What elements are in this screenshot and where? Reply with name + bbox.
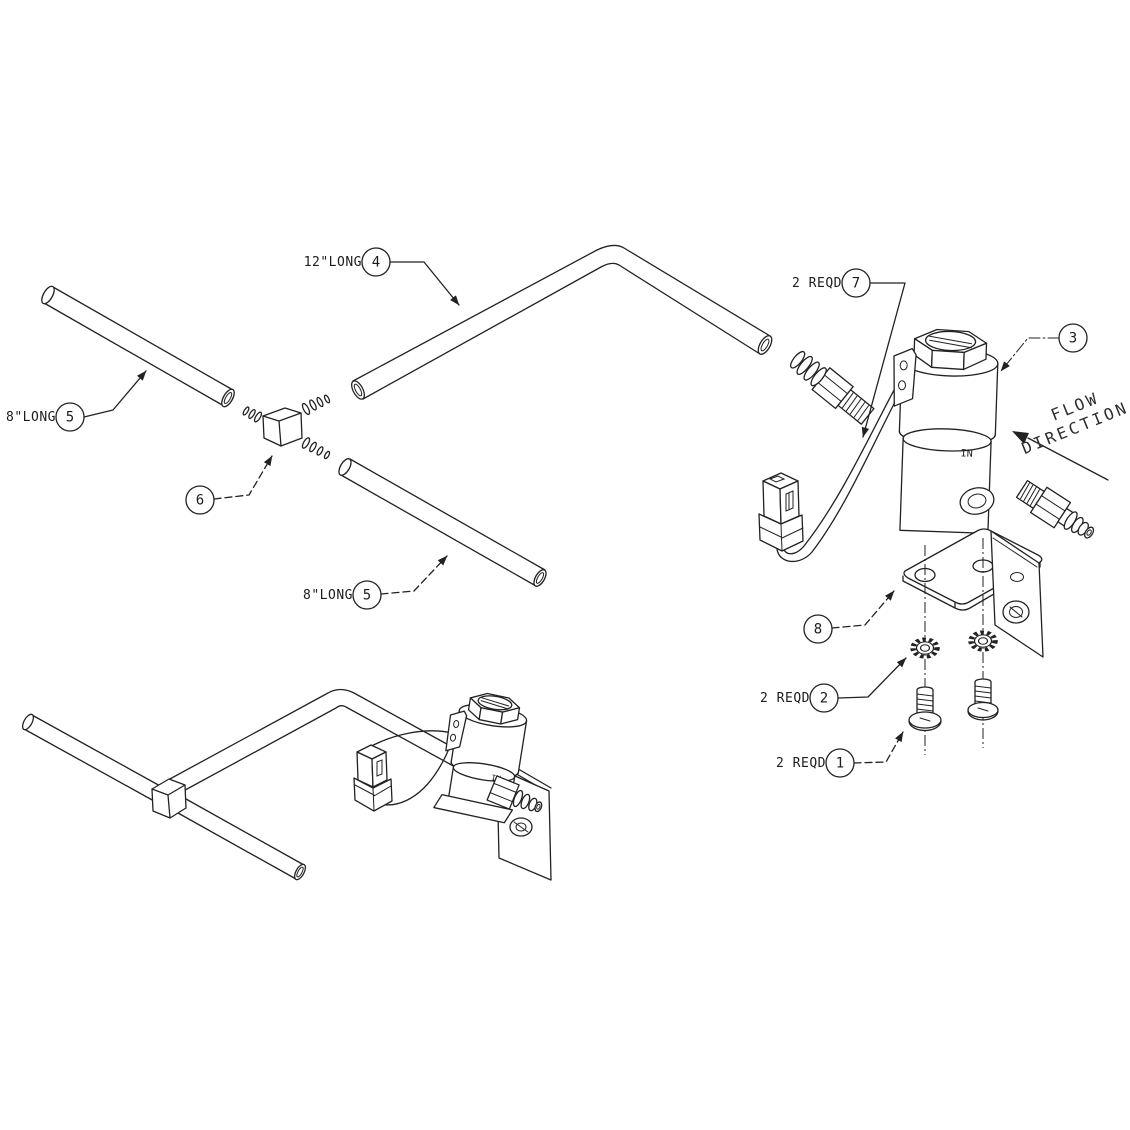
- callout-3: 3: [1000, 323, 1088, 372]
- coil-terminal-tab: [893, 347, 917, 407]
- callout-5-lower: 5 8"LONG: [303, 555, 448, 610]
- callout-8: 8: [803, 590, 895, 644]
- assembled-bracket-screw-boss: [509, 817, 533, 837]
- callout-4-number: 4: [372, 255, 380, 271]
- hose-barb-fitting-outlet: [1015, 479, 1095, 539]
- assembled-long-tube: [21, 713, 307, 881]
- tube-8-long-lower: [338, 458, 547, 587]
- callout-2: 2 2 REQD: [760, 657, 907, 713]
- callout-4-label: 12"LONG: [304, 255, 362, 270]
- callout-5-upper-label: 8"LONG: [6, 410, 56, 425]
- screw-right: [967, 678, 999, 721]
- tee-fitting: [242, 394, 331, 460]
- assembled-tee-fitting: [151, 778, 187, 819]
- callout-5-upper: 5 8"LONG: [6, 370, 147, 432]
- assembled-view: IN: [21, 688, 552, 881]
- flow-direction-arrow-line: [1027, 437, 1109, 481]
- callout-3-number: 3: [1069, 331, 1077, 347]
- callout-5-lower-number: 5: [363, 588, 371, 604]
- assembled-valve: IN: [433, 692, 528, 824]
- callout-1-number: 1: [836, 756, 844, 772]
- valve-port-boss: [959, 487, 995, 515]
- assembled-bent-tube: [167, 688, 466, 796]
- hose-barb-fitting-inlet: [789, 350, 875, 425]
- callout-4: 4 12"LONG: [304, 247, 460, 306]
- screw-left: [908, 686, 942, 732]
- tube-8-long-upper: [41, 285, 235, 408]
- lock-washer-left: [910, 637, 940, 659]
- electrical-connector: [758, 472, 804, 552]
- inlet-port-marking: IN: [960, 448, 972, 459]
- callout-6-number: 6: [196, 493, 204, 509]
- callout-7-number: 7: [852, 276, 860, 292]
- callout-2-number: 2: [820, 691, 828, 707]
- valve-wire: [776, 376, 907, 563]
- lock-washer-right: [968, 630, 998, 652]
- callout-6: 6: [185, 455, 273, 515]
- solenoid-valve: IN: [893, 328, 999, 535]
- callout-2-label: 2 REQD: [760, 691, 810, 706]
- mounting-bracket: [902, 528, 1044, 658]
- callout-1-label: 2 REQD: [776, 756, 826, 771]
- screw-slot: [929, 335, 972, 349]
- valve-hex-nut: [913, 328, 988, 371]
- flow-direction-annotation: FLOW DIRECTION: [1012, 388, 1130, 481]
- assembled-outlet-fitting: [486, 775, 543, 813]
- callout-7-label: 2 REQD: [792, 276, 842, 291]
- flow-direction-arrowhead: [1012, 431, 1029, 444]
- callout-1: 1 2 REQD: [776, 731, 904, 778]
- callout-5-upper-number: 5: [66, 410, 74, 426]
- callout-8-number: 8: [814, 622, 822, 638]
- valve-mounting-foot: [433, 794, 514, 824]
- callout-5-lower-label: 8"LONG: [303, 588, 353, 603]
- tube-12-long: [351, 244, 773, 400]
- assembled-connector: [353, 744, 393, 812]
- callout-7: 7 2 REQD: [792, 268, 906, 438]
